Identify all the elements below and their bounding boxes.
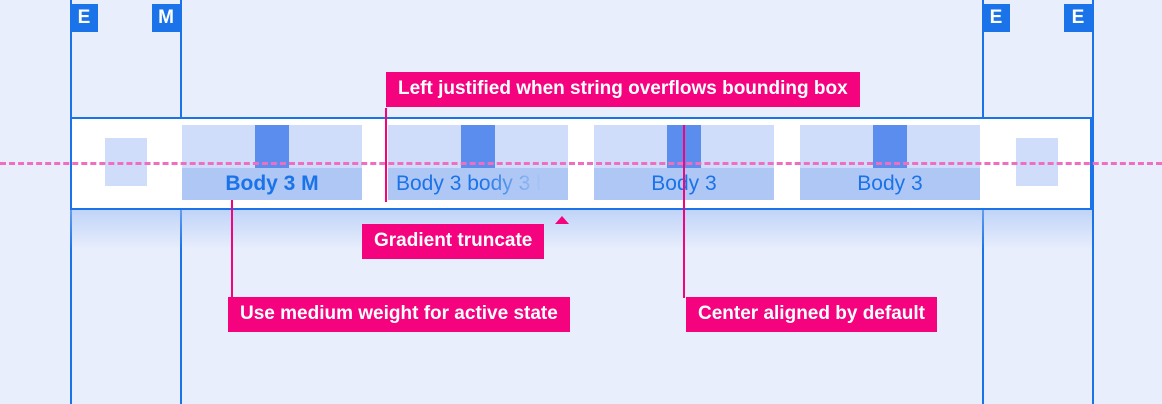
annotation-center-aligned: Center aligned by default bbox=[686, 297, 937, 332]
tab-icon-placeholder-icon bbox=[873, 125, 907, 168]
tab-label-band bbox=[800, 168, 980, 200]
badge-edge-right-outer: E bbox=[1064, 4, 1092, 32]
tab-label: Body 3 body 3 body 3 bbox=[396, 172, 568, 195]
vertical-center-guide bbox=[0, 162, 1162, 165]
badge-edge-left-outer: E bbox=[70, 4, 98, 32]
badge-margin-left: M bbox=[152, 4, 180, 32]
tab-icon-placeholder-icon bbox=[255, 125, 289, 168]
badge-edge-right-inner: E bbox=[982, 4, 1010, 32]
tab-body-3-m[interactable]: Body 3 M bbox=[182, 125, 362, 200]
annotation-medium-weight: Use medium weight for active state bbox=[228, 297, 570, 332]
tab-body-3-overflow[interactable]: Body 3 body 3 body 3 bbox=[388, 125, 568, 200]
frame-shadow bbox=[70, 210, 1092, 250]
tab-body-3-center-b[interactable]: Body 3 bbox=[800, 125, 980, 200]
annotation-gradient-truncate-arrow-icon bbox=[555, 216, 569, 224]
annotation-center-aligned-leader bbox=[683, 125, 685, 298]
tab-label: Body 3 bbox=[857, 172, 923, 195]
annotation-left-justified-leader bbox=[385, 108, 387, 202]
tab-label-band bbox=[182, 168, 362, 200]
tab-icon-placeholder-icon bbox=[461, 125, 495, 168]
annotation-left-justified: Left justified when string overflows bou… bbox=[386, 72, 860, 107]
annotation-medium-weight-leader bbox=[231, 200, 233, 298]
annotation-gradient-truncate: Gradient truncate bbox=[362, 224, 545, 259]
vertical-guide-4 bbox=[1092, 0, 1094, 404]
tab-label: Body 3 M bbox=[225, 172, 319, 195]
